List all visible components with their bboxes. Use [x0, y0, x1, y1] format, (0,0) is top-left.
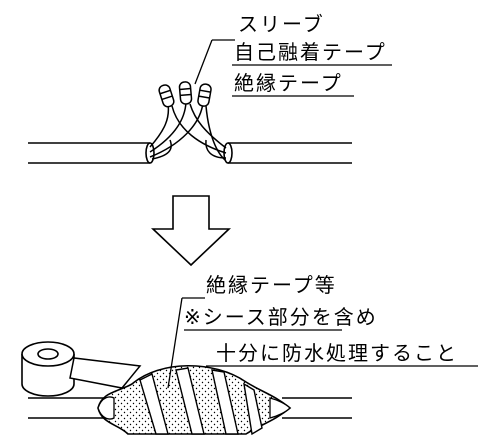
label-sleeve: スリーブ — [238, 12, 325, 36]
conductors-right — [171, 103, 227, 161]
tape-strip — [69, 357, 142, 389]
cable-right-top — [223, 142, 352, 164]
cable-right-bottom — [282, 397, 352, 419]
sleeve-2 — [178, 81, 193, 105]
leader-lines-top — [194, 39, 392, 97]
leader-lines-bottom — [167, 297, 478, 389]
down-arrow — [150, 195, 232, 267]
label-waterproof-note: 十分に防水処理すること — [216, 341, 458, 365]
label-insulation-tape: 絶縁テープ — [234, 71, 343, 95]
sleeve-1 — [158, 84, 175, 108]
cable-left-bottom — [28, 397, 110, 419]
label-sheath-note: ※シース部分を含め — [184, 305, 378, 329]
label-self-fusing-tape: 自己融着テープ — [234, 40, 387, 64]
cable-left-top — [28, 142, 155, 164]
sleeve-3 — [197, 83, 212, 107]
tape-wraps — [139, 367, 263, 436]
tape-roll — [21, 341, 75, 397]
label-insulation-tape-etc: 絶縁テープ等 — [206, 273, 337, 297]
conductors-left — [149, 101, 204, 160]
